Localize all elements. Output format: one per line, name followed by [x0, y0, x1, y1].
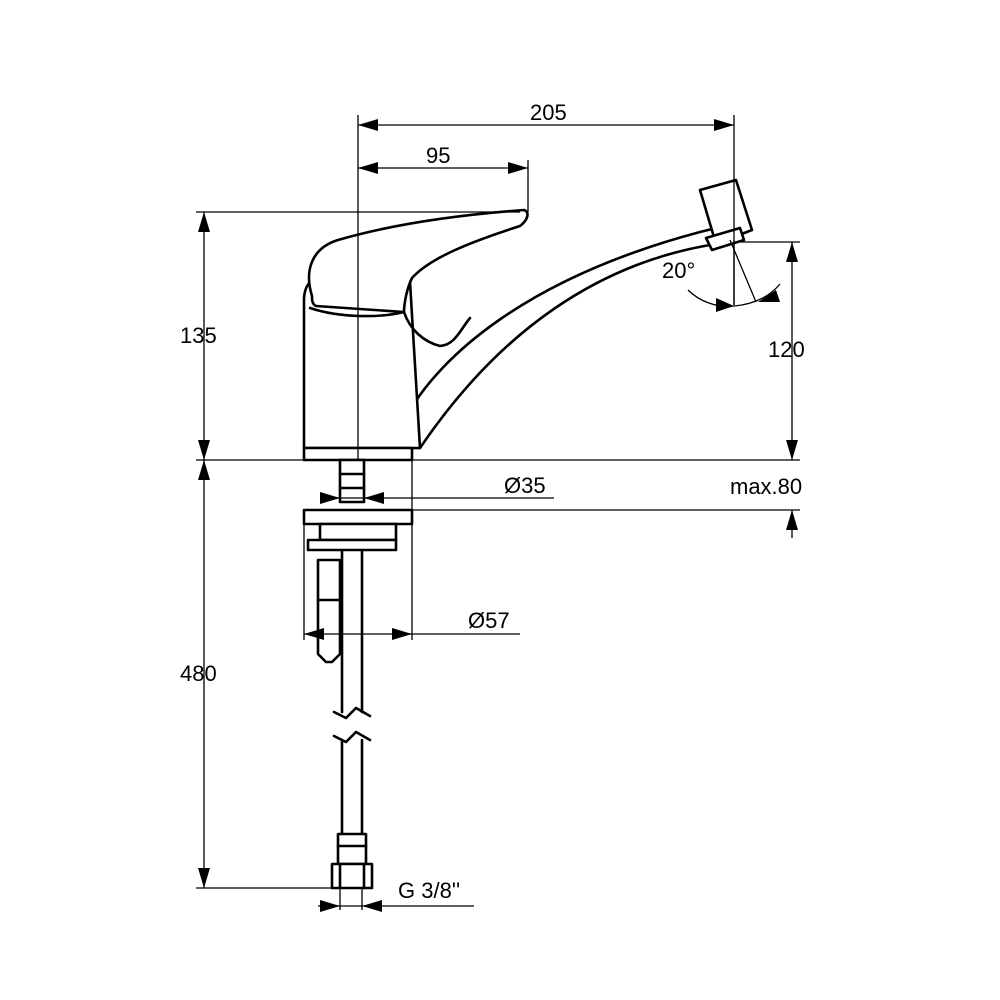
faucet-outline [302, 178, 754, 462]
swivel-axis-b [729, 239, 757, 303]
hose-ferrule [336, 832, 368, 866]
mount-nut [318, 522, 398, 542]
flange [302, 508, 414, 526]
dimension-labels: 205 95 135 120 20° Ø35 max.80 Ø57 480 G … [180, 100, 805, 903]
label-g38: G 3/8'' [398, 878, 460, 903]
label-135: 135 [180, 323, 217, 348]
label-120: 120 [768, 337, 805, 362]
tension-rod [316, 558, 342, 664]
washer [306, 538, 398, 552]
hose-nut [330, 862, 374, 890]
label-20deg: 20° [662, 258, 695, 283]
label-max80: max.80 [730, 474, 802, 499]
lever-band [308, 306, 406, 318]
break-mark [332, 706, 372, 720]
threaded-stud [338, 458, 366, 504]
label-d35: Ø35 [504, 473, 546, 498]
spout-joint [402, 310, 472, 348]
label-d57: Ø57 [468, 608, 510, 633]
dimension-lines [196, 115, 800, 912]
label-95: 95 [426, 143, 450, 168]
mounting-hardware [302, 458, 414, 890]
label-480: 480 [180, 661, 217, 686]
lever [307, 208, 529, 314]
label-205: 205 [530, 100, 567, 125]
